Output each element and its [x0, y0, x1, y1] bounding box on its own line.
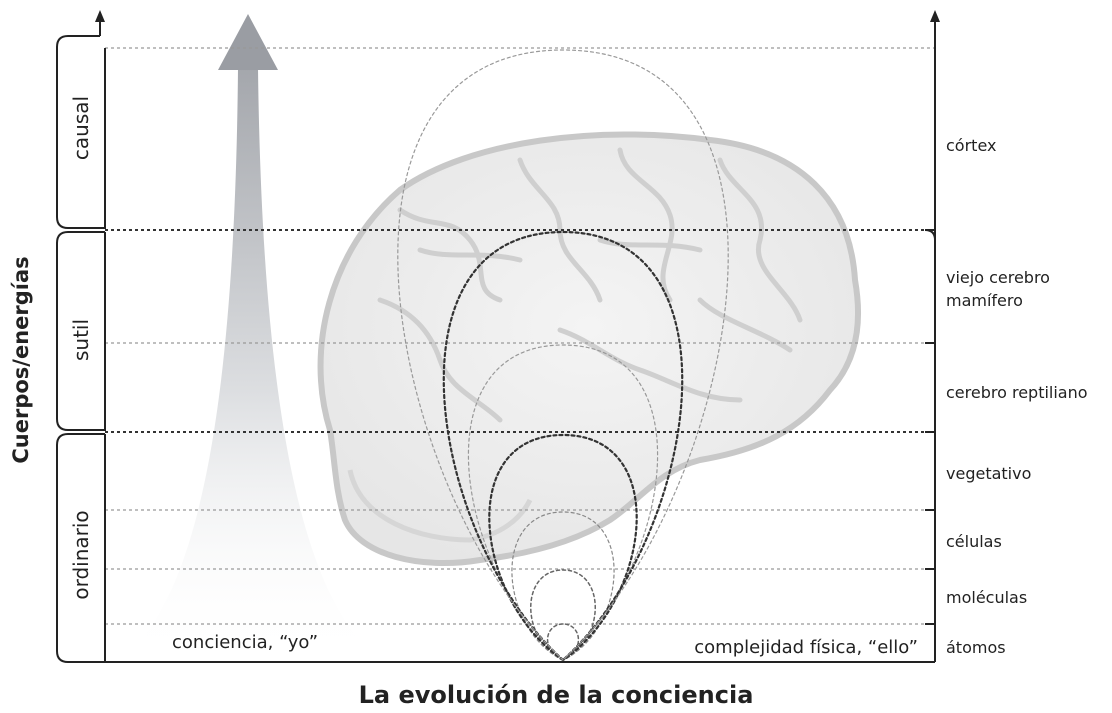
- level-label-reptiliano: cerebro reptiliano: [946, 383, 1088, 402]
- level-label-celulas: células: [946, 532, 1002, 551]
- level-label-atomos: átomos: [946, 638, 1006, 657]
- brain-illustration: [317, 131, 861, 566]
- body-label-sutil: sutil: [69, 319, 93, 361]
- level-boundaries: [105, 47, 935, 625]
- levels-brackets: [924, 229, 936, 663]
- body-label-causal: causal: [69, 96, 93, 160]
- level-label-viejo-line1: viejo cerebro: [946, 268, 1050, 287]
- bodies-bracket: [56, 35, 106, 663]
- consciousness-arrow: [120, 14, 380, 660]
- bottom-left-label: conciencia, “yo”: [172, 632, 318, 653]
- level-label-vegetativo: vegetativo: [946, 464, 1031, 483]
- main-title: La evolución de la conciencia: [359, 681, 754, 709]
- level-label-cortex: córtex: [946, 136, 996, 155]
- right-axis: [930, 10, 940, 662]
- body-label-ordinario: ordinario: [69, 510, 93, 599]
- level-label-viejo-line2: mamífero: [946, 291, 1023, 310]
- level-label-moleculas: moléculas: [946, 588, 1027, 607]
- left-axis: [95, 10, 105, 36]
- holon-loops: [397, 49, 729, 662]
- bottom-right-label: complejidad física, “ello”: [694, 637, 918, 658]
- y-axis-title: Cuerpos/energías: [9, 256, 33, 463]
